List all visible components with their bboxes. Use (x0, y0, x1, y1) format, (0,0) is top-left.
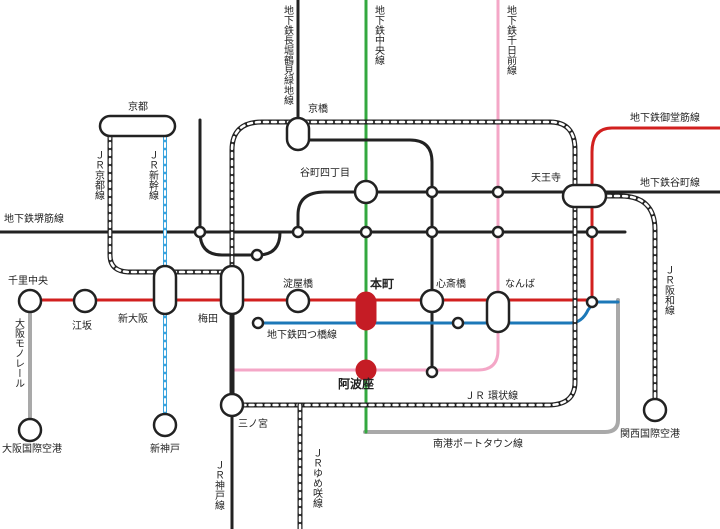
nanko-line (363, 298, 620, 434)
midosuji-line (26, 126, 720, 302)
station-small[interactable] (491, 225, 505, 239)
label-sakaisuji: 地下鉄堺筋線 (4, 212, 64, 225)
label-namba: なんば (505, 278, 535, 290)
label-tennoji: 天王寺 (531, 172, 561, 184)
station-kyobashi[interactable] (285, 116, 311, 152)
label-senri: 千里中央 (8, 274, 48, 287)
station-honmachi[interactable] (355, 291, 377, 331)
label-kobe: ＪＲ神戸線 (213, 460, 225, 510)
station-small[interactable] (425, 225, 439, 239)
station-awaza[interactable] (355, 359, 377, 381)
station-small[interactable] (585, 295, 599, 309)
yotsubashi-line (256, 300, 620, 325)
umeda-vertical (198, 118, 282, 257)
station-small[interactable] (250, 248, 264, 262)
label-kix: 関西国際空港 (620, 427, 680, 440)
label-nagahori: 地下鉄長堀鶴見緑地線 (282, 4, 294, 105)
station-shinosaka[interactable] (152, 264, 178, 316)
label-yodoyabashi: 淀屋橋 (283, 277, 313, 290)
station-small[interactable] (425, 365, 439, 379)
label-shinosaka: 新大阪 (118, 312, 148, 325)
station-small[interactable] (193, 225, 207, 239)
label-chuo: 地下鉄中央線 (373, 4, 385, 65)
label-umeda: 梅田 (198, 312, 218, 325)
label-kyoto: 京都 (128, 100, 148, 113)
station-small[interactable] (451, 316, 465, 330)
label-shinsaibashi: 心斎橋 (436, 277, 466, 290)
label-midosuji: 地下鉄御堂筋線 (630, 111, 700, 124)
label-esaka: 江坂 (72, 320, 92, 332)
label-tanimachi: 地下鉄谷町線 (640, 176, 700, 189)
label-kyoto-line: ＪＲ京都線 (93, 150, 105, 200)
station-senri[interactable] (17, 288, 43, 314)
station-tanimachi4[interactable] (353, 179, 379, 205)
station-yodoyabashi[interactable] (285, 288, 311, 314)
label-monorail: 大阪モノレール (13, 317, 25, 388)
station-kyoto[interactable] (98, 114, 177, 138)
station-itami[interactable] (17, 417, 43, 443)
label-tanimachi4: 谷町四丁目 (300, 167, 350, 179)
station-bentencho[interactable] (219, 392, 245, 418)
kyobashi-branch (296, 138, 434, 374)
station-namba[interactable] (485, 290, 511, 334)
station-small[interactable] (491, 185, 505, 199)
station-tennoji[interactable] (561, 183, 608, 209)
station-small[interactable] (291, 225, 305, 239)
station-small[interactable] (425, 185, 439, 199)
label-yumesaki: ＪＲゆめ咲線 (311, 448, 323, 508)
label-bentencho: 三ノ宮 (238, 417, 268, 430)
label-sennichimae: 地下鉄千日前線 (505, 4, 517, 75)
label-kanjo: ＪＲ 環状線 (465, 389, 518, 402)
jr-lines (107, 119, 658, 529)
tanimachi-line (296, 190, 720, 234)
label-shinkobe: 新神戸 (150, 442, 180, 455)
label-nanko: 南港ポートタウン線 (433, 437, 523, 450)
label-itami: 大阪国際空港 (2, 442, 62, 455)
sennichimae-line (230, 0, 500, 372)
label-honmachi: 本町 (370, 276, 394, 291)
station-shinsaibashi[interactable] (419, 288, 445, 314)
label-shinkansen: ＪＲ新幹線 (147, 150, 159, 200)
station-small[interactable] (251, 316, 265, 330)
station-umeda[interactable] (219, 264, 245, 316)
label-awaza: 阿波座 (338, 376, 374, 391)
station-small[interactable] (585, 225, 599, 239)
label-yotsubashi: 地下鉄四つ橋線 (267, 328, 337, 341)
station-small[interactable] (359, 225, 373, 239)
station-kix[interactable] (642, 397, 668, 423)
station-esaka[interactable] (72, 288, 98, 314)
label-hanwa: ＪＲ阪和線 (663, 265, 675, 315)
label-kyobashi: 京橋 (308, 102, 328, 115)
station-shinkobe[interactable] (152, 412, 178, 438)
